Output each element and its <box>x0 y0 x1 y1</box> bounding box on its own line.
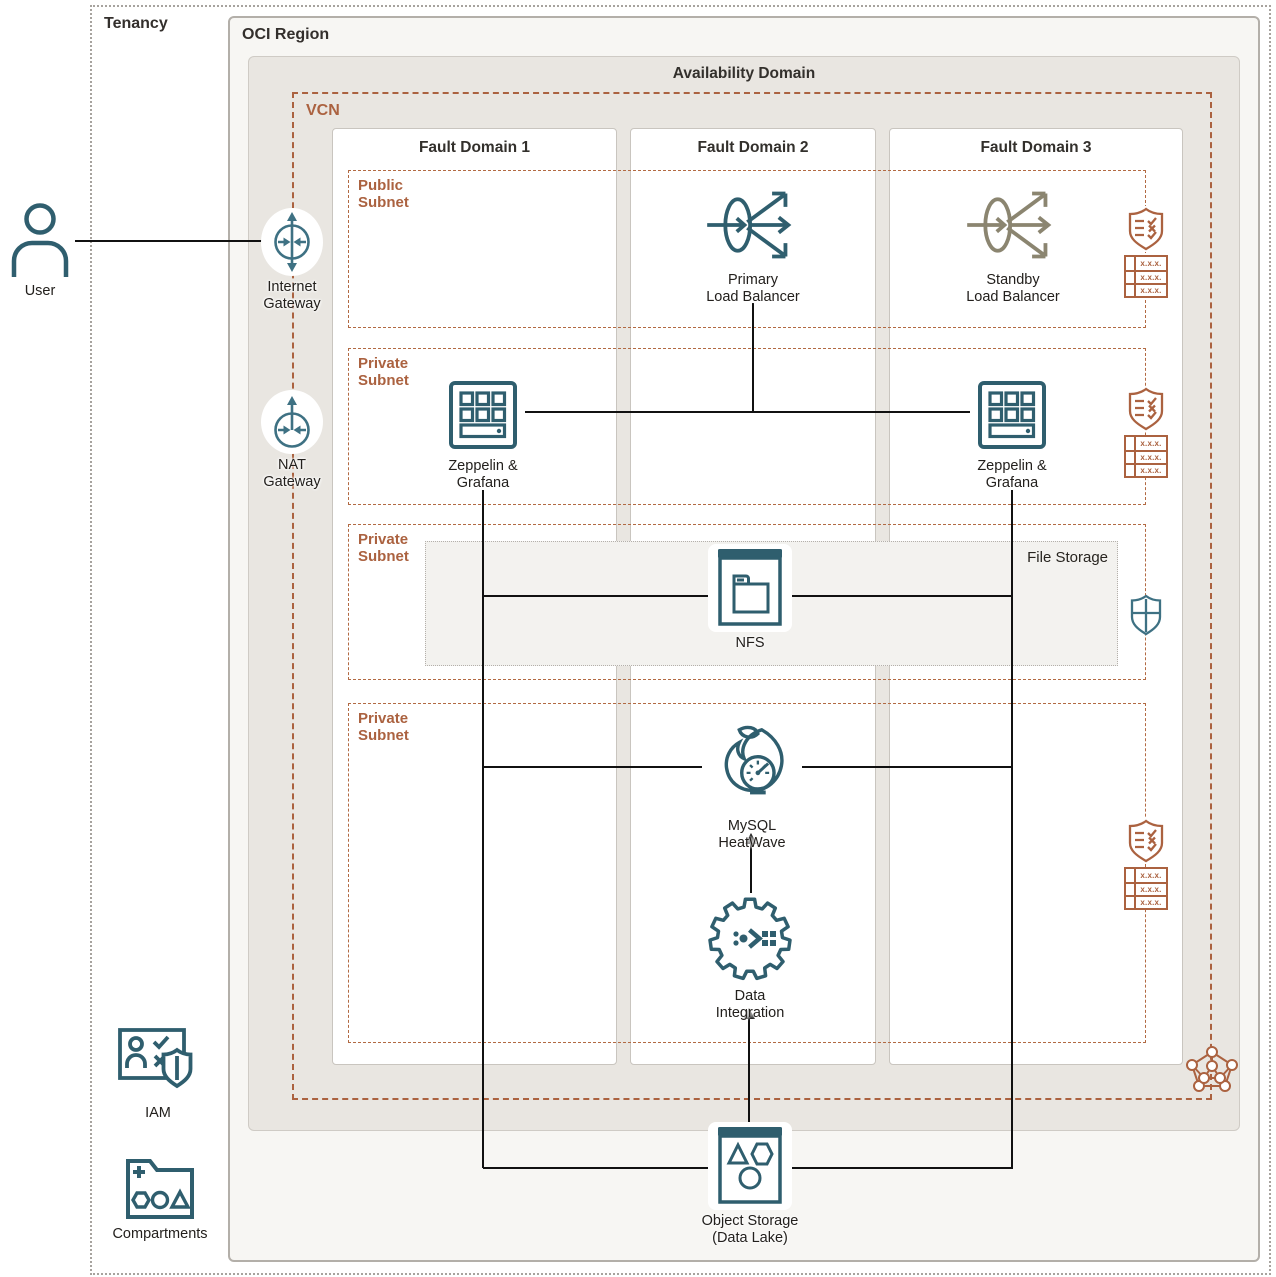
mysql-heatwave-icon <box>702 719 802 815</box>
vcn-boundary: VCN <box>292 92 1212 1100</box>
iam-icon <box>112 1020 204 1102</box>
private-subnet-4-label: Private Subnet <box>358 710 409 744</box>
route-entry: x.x.x. <box>1140 453 1162 462</box>
node-compartments: Compartments <box>75 1153 245 1243</box>
node-nfs: NFS <box>675 544 825 652</box>
security-list-icon <box>1126 386 1166 432</box>
vcn-label: VCN <box>306 102 340 119</box>
tenancy-boundary: Tenancy <box>90 5 1271 1275</box>
node-iam: IAM <box>83 1020 233 1122</box>
link-primary-lb-down <box>752 303 754 412</box>
availability-domain-label: Availability Domain <box>672 65 816 82</box>
zeppelin-grafana-label: Zeppelin & Grafana <box>448 458 518 491</box>
route-entry: x.x.x. <box>1140 466 1162 475</box>
fault-domain-3-label: Fault Domain 3 <box>980 139 1092 156</box>
standby-load-balancer-label: Standby Load Balancer <box>966 272 1060 305</box>
primary-load-balancer-label: Primary Load Balancer <box>706 272 800 305</box>
route-entry: x.x.x. <box>1140 259 1162 268</box>
security-list-icon <box>1126 818 1166 864</box>
private-subnet-2-label: Private Subnet <box>358 355 409 389</box>
link-zeppelin1-vertical <box>482 490 484 1168</box>
nat-gateway-label: NAT Gateway <box>263 457 321 490</box>
load-balancer-icon <box>699 181 807 269</box>
node-data-integration: Data Integration <box>675 893 825 1021</box>
route-entry: x.x.x. <box>1140 885 1162 894</box>
node-internet-gateway: Internet Gateway <box>232 208 352 312</box>
fault-domain-1-label: Fault Domain 1 <box>418 139 531 156</box>
nfs-label: NFS <box>735 635 765 651</box>
node-user: User <box>0 198 80 300</box>
user-icon <box>5 198 75 280</box>
route-table-icon: x.x.x. x.x.x. x.x.x. <box>1124 867 1168 910</box>
internet-gateway-label: Internet Gateway <box>263 279 321 312</box>
nat-gateway-icon <box>261 390 323 454</box>
node-standby-load-balancer: Standby Load Balancer <box>933 181 1093 305</box>
arrow-dataintegration-to-mysql <box>745 833 757 844</box>
private-subnet-2-security-stack: x.x.x. x.x.x. x.x.x. <box>1122 386 1170 478</box>
node-zeppelin-grafana-fd3: Zeppelin & Grafana <box>937 375 1087 491</box>
compute-instance-icon <box>970 375 1054 455</box>
arrow-objectstorage-to-dataintegration <box>743 1008 755 1019</box>
data-integration-label: Data Integration <box>715 988 785 1021</box>
link-zeppelin-horizontal <box>483 411 1013 413</box>
iam-label: IAM <box>145 1105 171 1121</box>
route-entry: x.x.x. <box>1140 898 1162 907</box>
route-entry: x.x.x. <box>1140 286 1162 295</box>
link-objectstorage-dataintegration <box>748 1017 750 1128</box>
compute-instance-icon <box>441 375 525 455</box>
node-nat-gateway: NAT Gateway <box>232 390 352 490</box>
route-entry: x.x.x. <box>1140 871 1162 880</box>
route-entry: x.x.x. <box>1140 439 1162 448</box>
object-storage-icon <box>708 1122 792 1210</box>
service-cluster-icon <box>1184 1045 1240 1099</box>
node-object-storage: Object Storage (Data Lake) <box>665 1122 835 1246</box>
public-subnet-security-stack: x.x.x. x.x.x. x.x.x. <box>1122 206 1170 298</box>
user-label: User <box>24 283 56 299</box>
route-entry: x.x.x. <box>1140 273 1162 282</box>
object-storage-label: Object Storage (Data Lake) <box>701 1213 799 1246</box>
route-table-icon: x.x.x. x.x.x. x.x.x. <box>1124 255 1168 298</box>
node-mysql-heatwave: MySQL HeatWave <box>677 719 827 851</box>
fault-domain-2-label: Fault Domain 2 <box>697 139 809 156</box>
file-storage-label: File Storage <box>1027 549 1108 566</box>
node-zeppelin-grafana-fd1: Zeppelin & Grafana <box>408 375 558 491</box>
load-balancer-icon <box>959 181 1067 269</box>
oci-region-label: OCI Region <box>242 26 330 43</box>
security-list-icon <box>1126 206 1166 252</box>
node-primary-load-balancer: Primary Load Balancer <box>673 181 833 305</box>
compartments-label: Compartments <box>112 1226 208 1242</box>
data-integration-gear-icon <box>702 893 798 985</box>
link-dataintegration-mysql <box>750 842 752 896</box>
zeppelin-grafana-label: Zeppelin & Grafana <box>977 458 1047 491</box>
file-storage-security-shield <box>1129 575 1163 654</box>
public-subnet-label: Public Subnet <box>358 177 409 211</box>
private-subnet-3-label: Private Subnet <box>358 531 409 565</box>
link-user-internet-gateway <box>72 240 270 242</box>
route-table-icon: x.x.x. x.x.x. x.x.x. <box>1124 435 1168 478</box>
nfs-folder-icon <box>708 544 792 632</box>
mysql-heatwave-label: MySQL HeatWave <box>718 818 786 851</box>
private-subnet-4-security-stack: x.x.x. x.x.x. x.x.x. <box>1122 818 1170 910</box>
compartments-folder-icon <box>119 1153 201 1223</box>
quartered-shield-icon <box>1129 575 1163 654</box>
link-zeppelin3-vertical <box>1011 490 1013 1168</box>
internet-gateway-icon <box>261 208 323 276</box>
tenancy-label: Tenancy <box>104 15 168 32</box>
